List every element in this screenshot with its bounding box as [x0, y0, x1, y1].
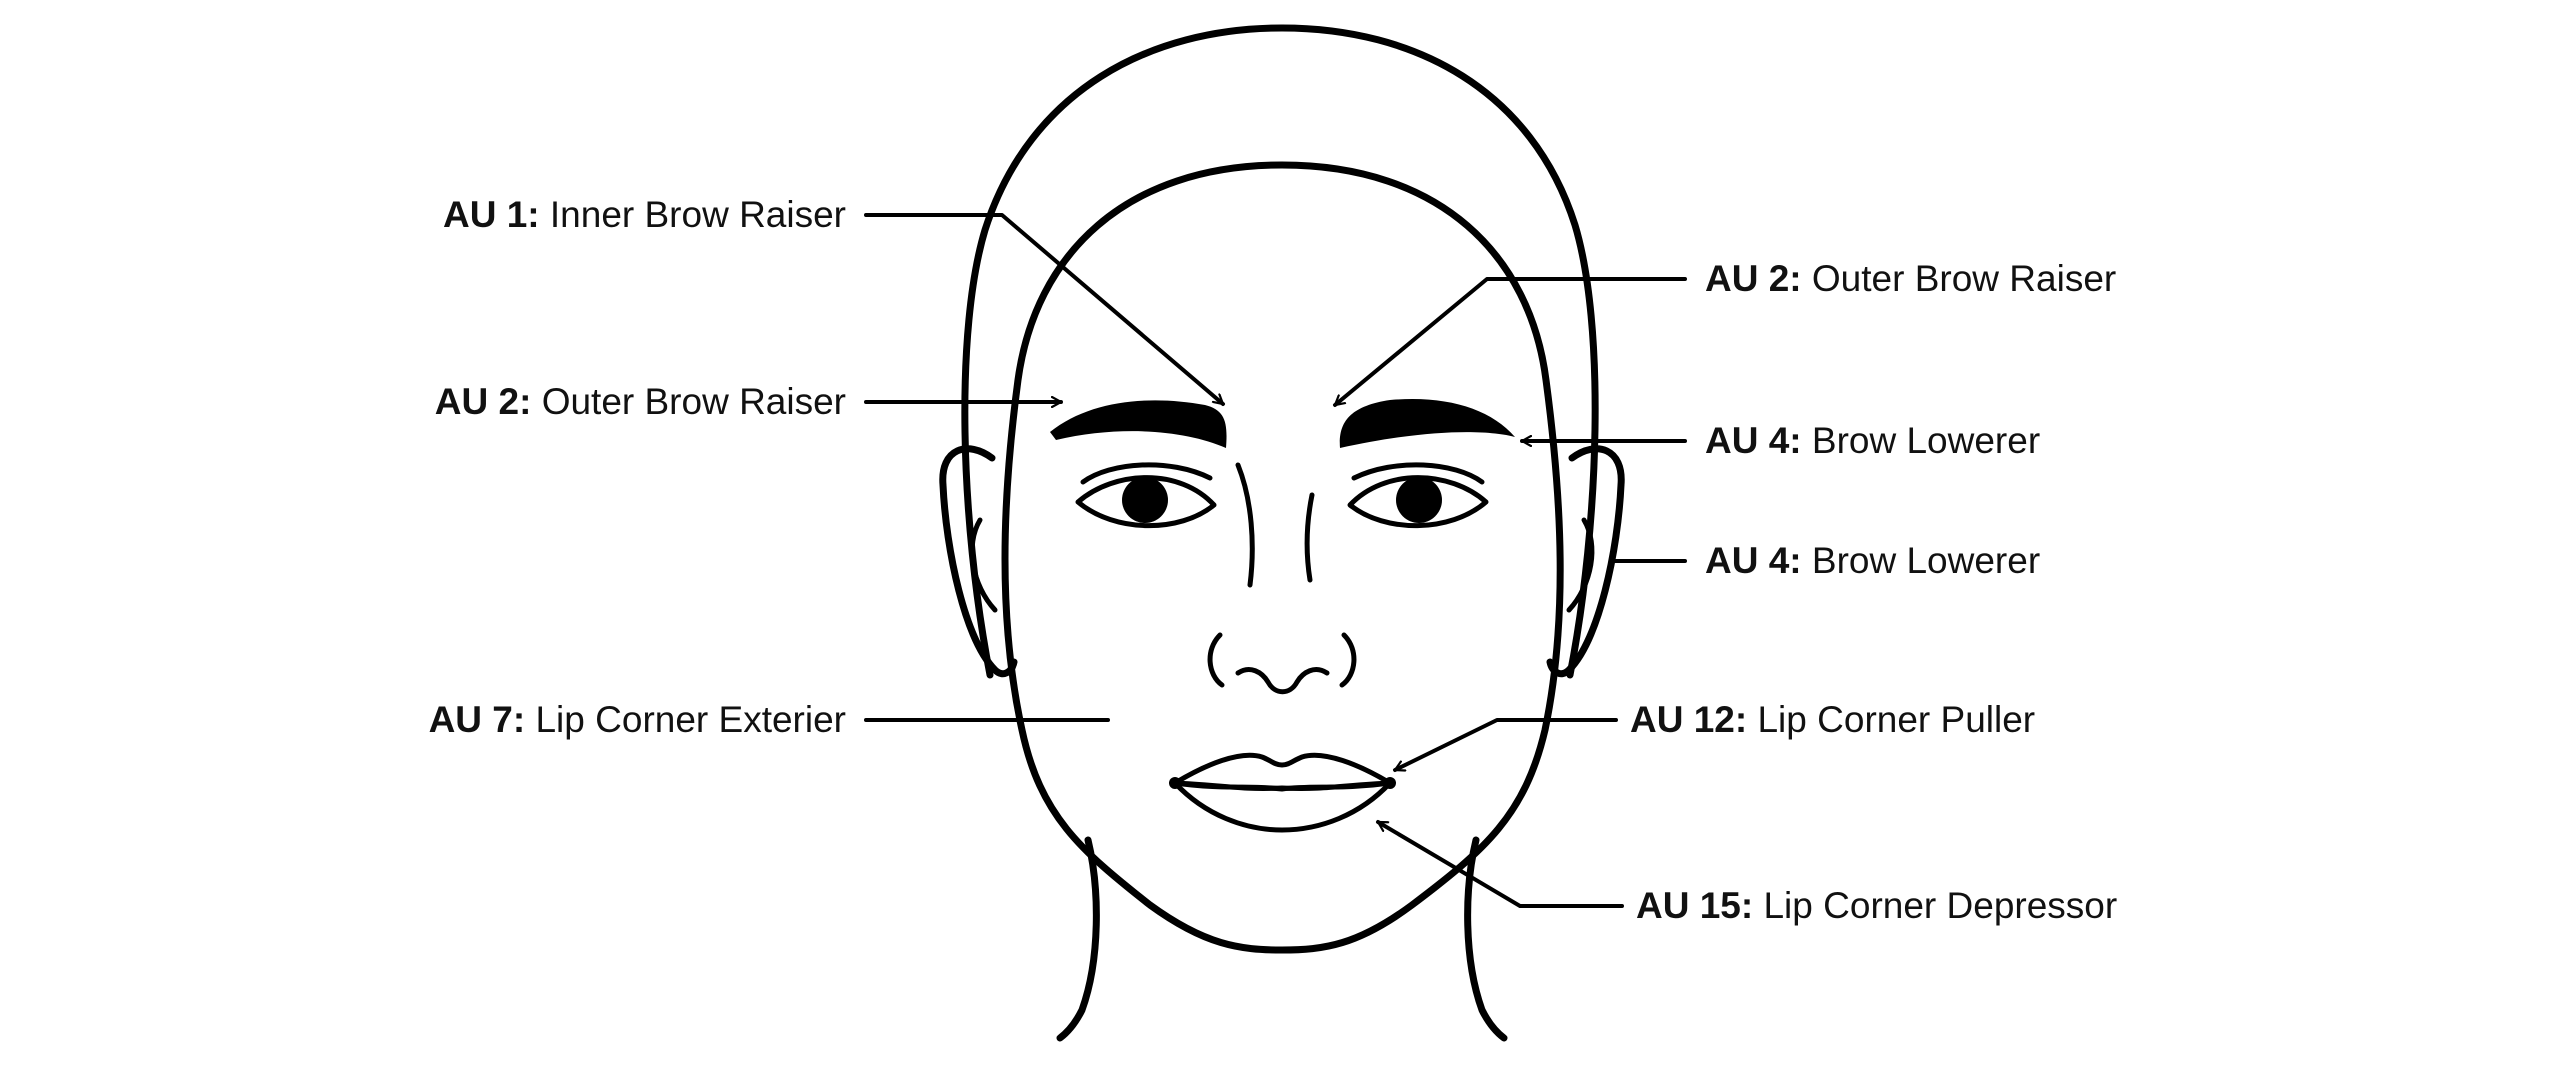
- label-au12-lip-corner-puller: AU 12: Lip Corner Puller: [1630, 699, 2035, 740]
- neck-left: [1056, 836, 1100, 1042]
- label-au1-inner-brow-raiser: AU 1: Inner Brow Raiser: [443, 194, 846, 235]
- nose-base: [1235, 667, 1330, 695]
- lower-lip: [1172, 780, 1393, 833]
- label-au2-outer-brow-raiser-right: AU 2: Outer Brow Raiser: [1705, 258, 2116, 299]
- right-eye-outline: [1347, 475, 1489, 529]
- leader-au1-inner-brow: [864, 213, 1225, 406]
- label-au4-brow-lowerer-ear: AU 4: Brow Lowerer: [1705, 540, 2040, 581]
- left-lip-corner: [1169, 777, 1181, 789]
- face-outline: [1001, 161, 1564, 954]
- nose-wing-right: [1339, 632, 1357, 688]
- right-lip-corner: [1384, 777, 1396, 789]
- right-eye-crease: [1351, 462, 1485, 485]
- label-au7-lip-corner-exterier: AU 7: Lip Corner Exterier: [429, 699, 846, 740]
- head-illustration: [939, 24, 1625, 1042]
- nose-bridge-left: [1235, 462, 1255, 588]
- leader-lines: [864, 213, 1687, 908]
- left-eye-outline: [1075, 475, 1217, 529]
- head-outline: [961, 24, 1599, 679]
- right-eye-iris: [1396, 477, 1442, 523]
- right-ear-inner: [1566, 517, 1595, 613]
- left-eyebrow: [1050, 400, 1227, 448]
- label-au15-lip-corner-depressor: AU 15: Lip Corner Depressor: [1636, 885, 2117, 926]
- neck-right: [1464, 836, 1508, 1042]
- lip-line: [1172, 780, 1393, 792]
- left-ear-inner: [969, 517, 998, 613]
- upper-lip: [1172, 752, 1393, 791]
- leader-au2-outer-brow-right: [1333, 277, 1687, 407]
- left-ear: [939, 445, 1018, 678]
- left-eye-iris: [1122, 477, 1168, 523]
- label-au4-brow-lowerer: AU 4: Brow Lowerer: [1705, 420, 2040, 461]
- label-au2-outer-brow-raiser-left: AU 2: Outer Brow Raiser: [435, 381, 846, 422]
- leader-au12-lip-corner-puller: [1393, 718, 1618, 772]
- leader-au15-lip-corner-depressor: [1376, 820, 1624, 908]
- labels: AU 1: Inner Brow Raiser AU 2: Outer Brow…: [429, 194, 2118, 926]
- nose-wing-left: [1207, 632, 1225, 688]
- right-eyebrow: [1339, 398, 1515, 448]
- right-ear: [1546, 445, 1625, 678]
- left-eye-crease: [1080, 462, 1213, 485]
- nose-bridge-right: [1304, 492, 1315, 583]
